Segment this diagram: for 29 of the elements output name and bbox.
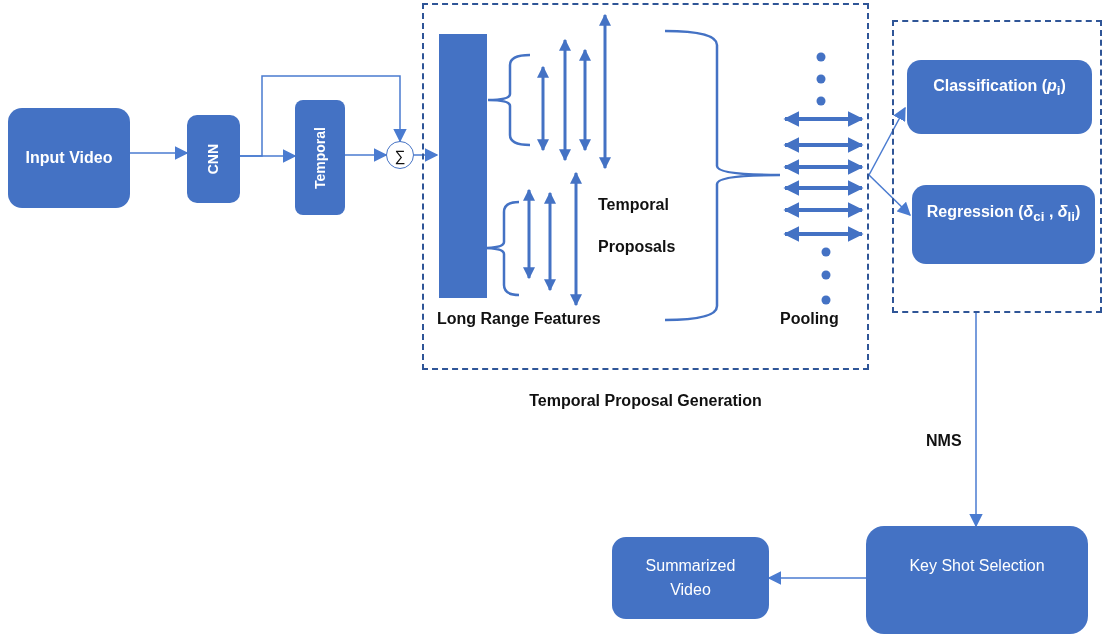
dashed-group-box — [892, 20, 1102, 313]
arrow — [767, 571, 867, 585]
node-label: CNN — [204, 143, 222, 175]
process-box — [866, 526, 1088, 634]
process-box — [187, 115, 240, 203]
node-label: Summarized Video — [644, 556, 737, 600]
arrow — [868, 106, 906, 176]
node-label: Temporal — [310, 126, 329, 189]
caption-label: Long Range Features — [437, 310, 601, 328]
node-label: Key Shot Selection — [909, 556, 1045, 576]
group-title: Temporal Proposal Generation — [529, 392, 762, 410]
process-box — [8, 108, 130, 208]
process-box — [912, 185, 1095, 264]
text-label: Pooling — [780, 310, 839, 328]
node-label: Regression (δ$_{ci}$ , δ$_{li}$) — [926, 202, 1081, 227]
process-box — [907, 60, 1092, 134]
process-box — [295, 100, 345, 215]
text-label: Temporal Proposals — [598, 195, 677, 257]
node-label: Classification (p$_{i}$) — [933, 76, 1066, 101]
arrow — [969, 312, 983, 528]
sum-circle — [386, 141, 414, 169]
node-label: Input Video — [25, 147, 113, 168]
sum-symbol: ∑ — [394, 147, 406, 163]
arrow — [413, 148, 439, 162]
arrow — [239, 75, 407, 157]
arrow — [344, 148, 388, 162]
process-box — [612, 537, 769, 619]
arrow — [129, 146, 189, 160]
arrow — [868, 174, 911, 216]
